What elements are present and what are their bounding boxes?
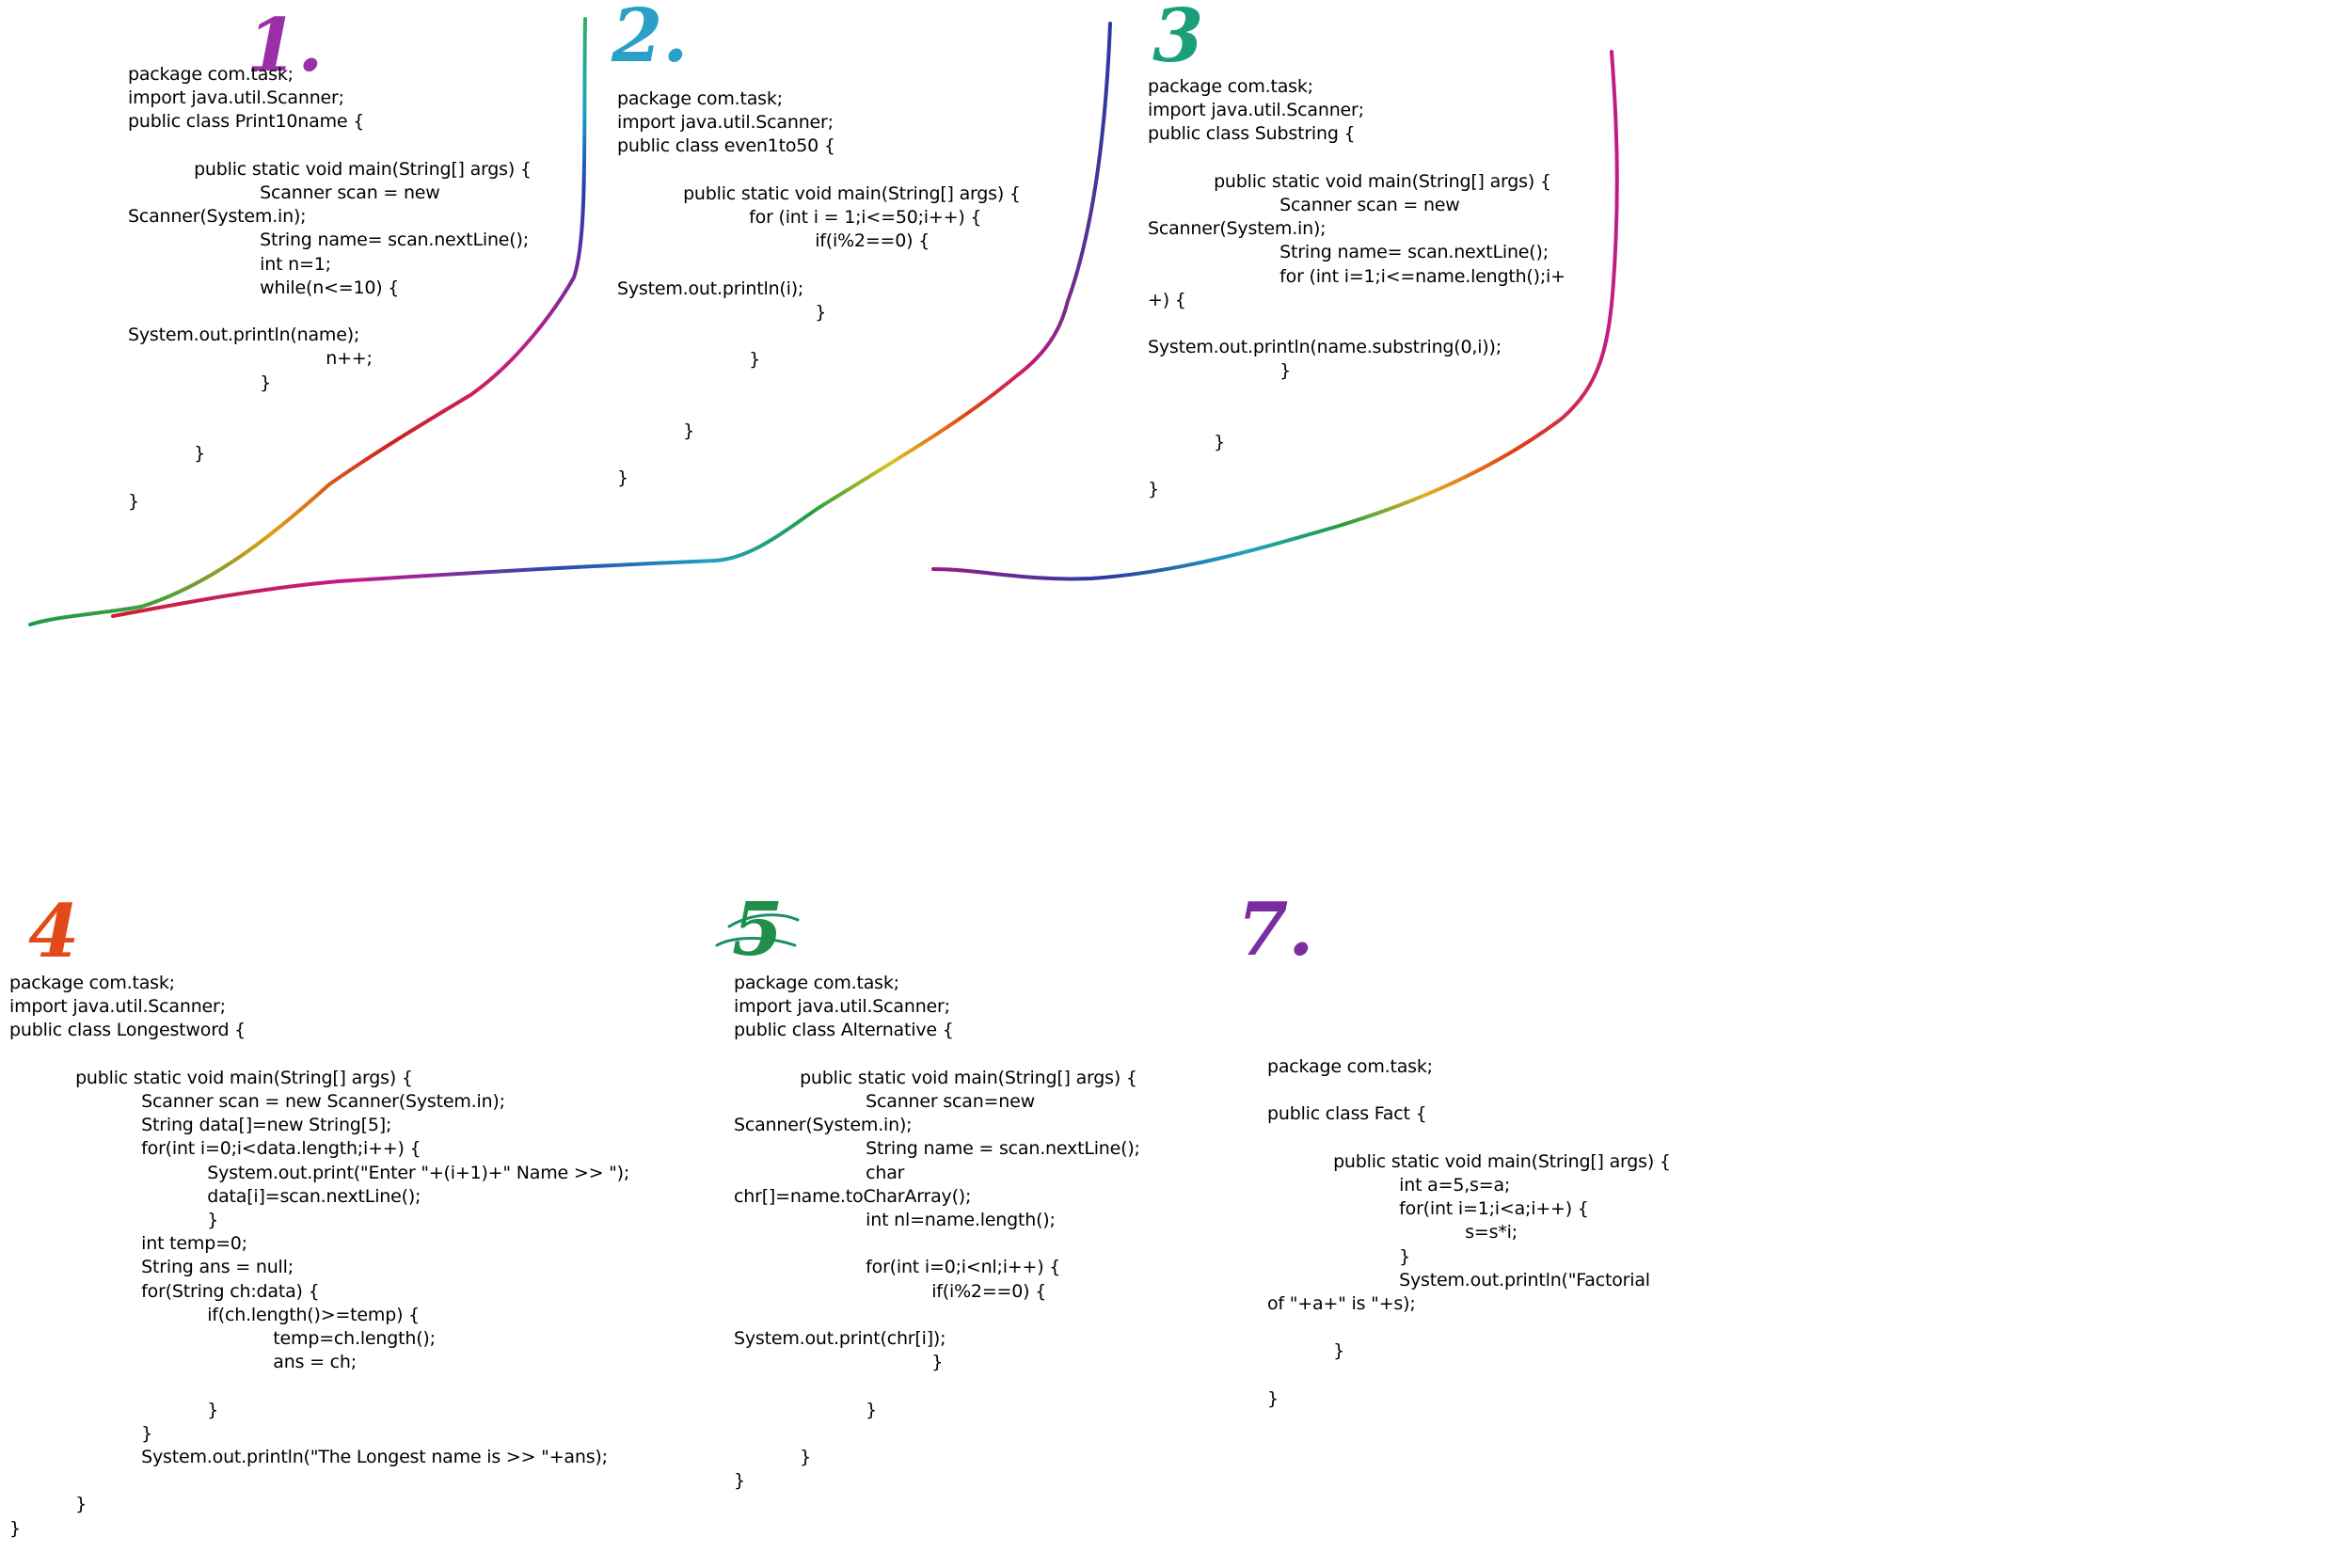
code-block-longestword: package com.task; import java.util.Scann… — [9, 973, 630, 1539]
block-number-7: 7. — [1237, 887, 1314, 973]
code-block-print10name: package com.task; import java.util.Scann… — [128, 64, 532, 512]
block-number-5: 5 — [732, 887, 784, 973]
block-number-3: 3 — [1152, 0, 1204, 79]
code-block-substring: package com.task; import java.util.Scann… — [1148, 76, 1565, 500]
code-block-alternative: package com.task; import java.util.Scann… — [734, 973, 1140, 1492]
code-block-even1to50: package com.task; import java.util.Scann… — [617, 88, 1021, 489]
block-number-2: 2. — [612, 0, 689, 79]
code-block-fact: package com.task; public class Fact { pu… — [1267, 1056, 1671, 1409]
block-number-1: 1. — [246, 3, 324, 88]
block-number-4: 4 — [28, 889, 80, 974]
